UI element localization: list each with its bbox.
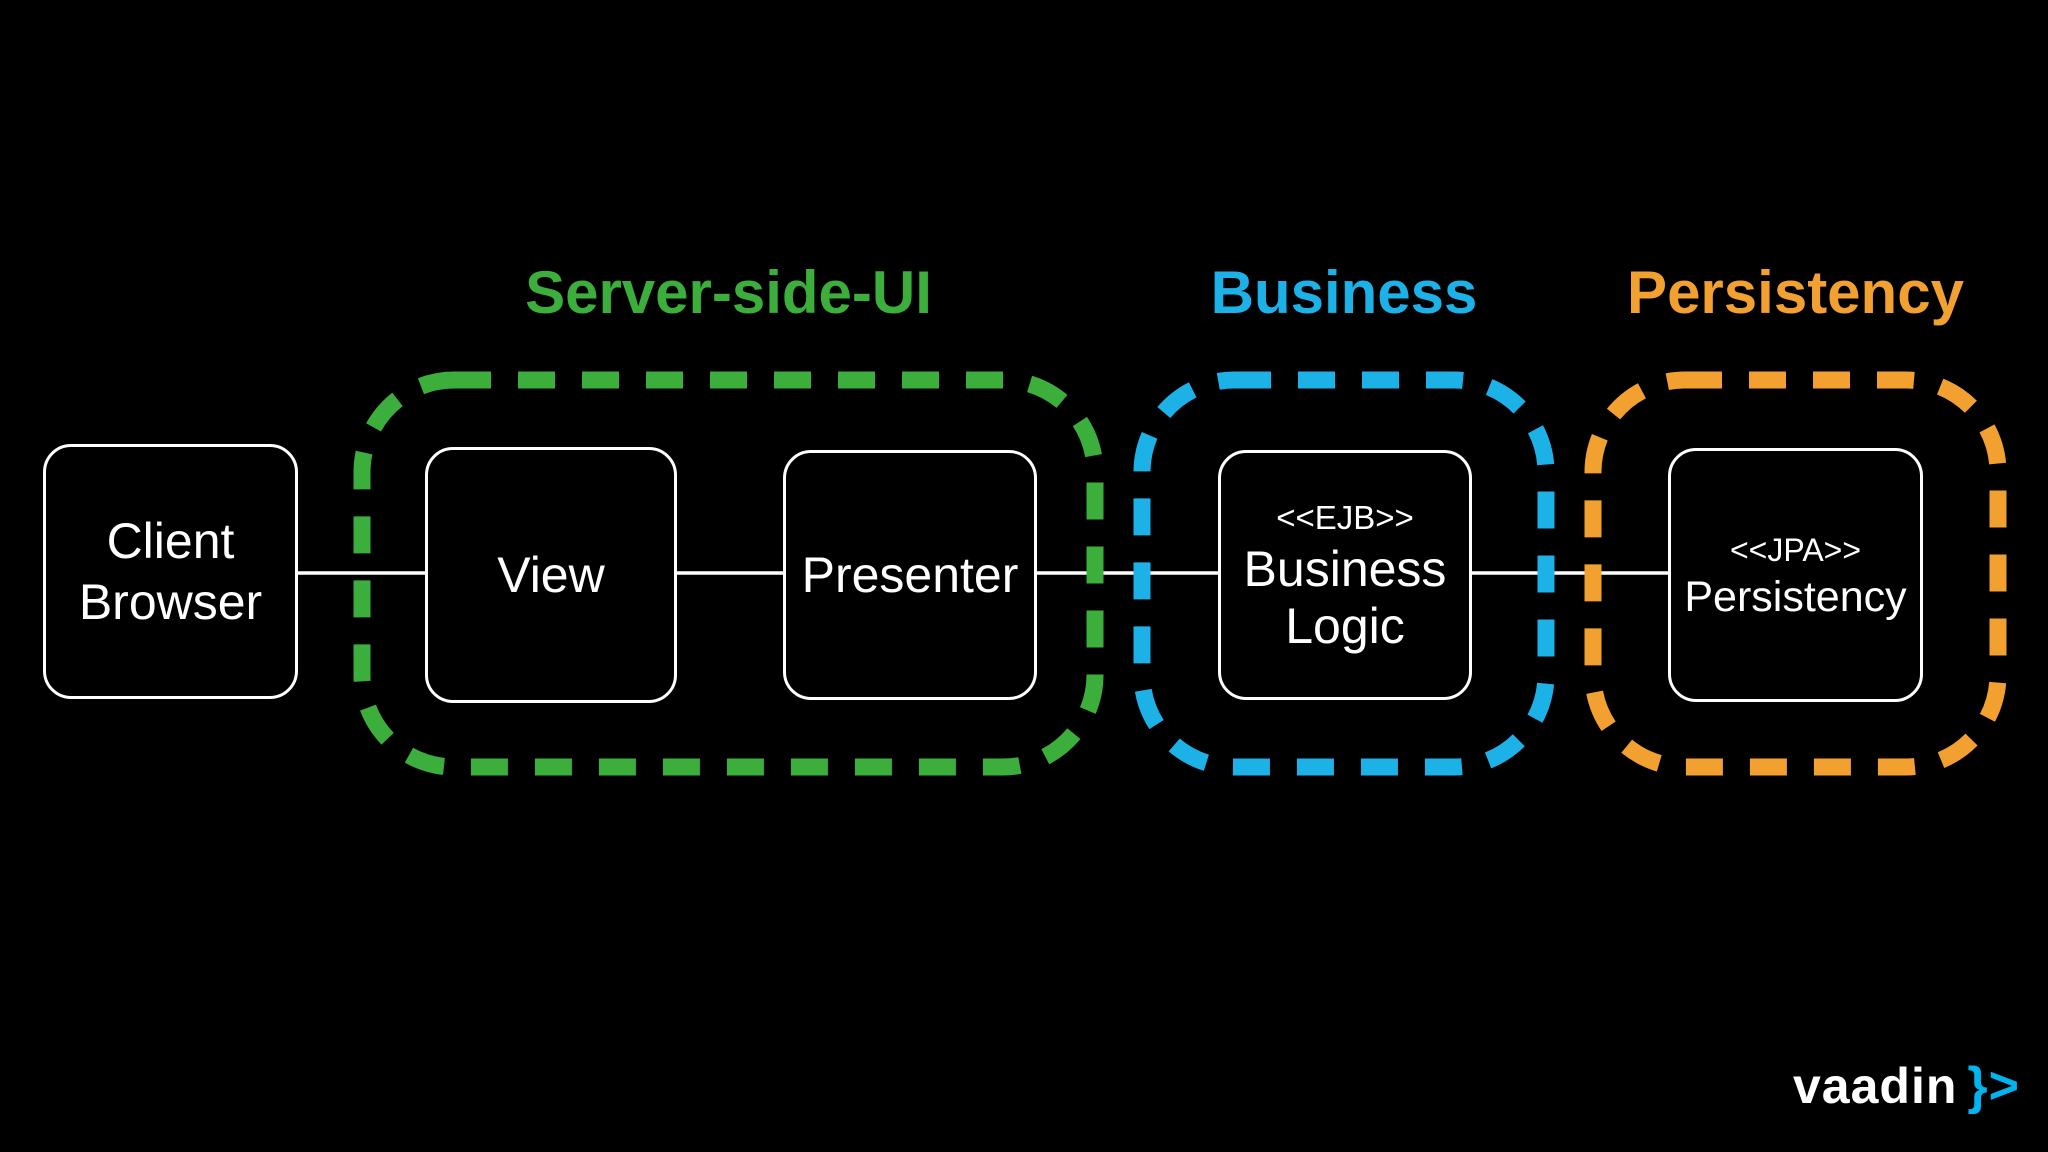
node-view-label: View [497,546,605,603]
group-title-server-side-ui: Server-side-UI [525,259,932,326]
vaadin-logo: vaadin}> [1793,1056,2020,1116]
node-ejb-stereotype: <<EJB>> [1276,499,1414,536]
group-border-persistency [1584,371,2007,776]
node-jpa-label: Persistency [1684,573,1907,621]
node-client-browser: Client Browser [43,444,298,699]
vaadin-logo-text: vaadin [1793,1058,1958,1114]
vaadin-logo-brace-icon: }> [1967,1057,2021,1115]
group-title-business: Business [1210,259,1478,326]
node-jpa-persistency: <<JPA>> Persistency [1668,448,1923,702]
node-client-browser-line2: Browser [78,573,263,630]
node-presenter: Presenter [783,450,1037,700]
node-view: View [425,447,677,703]
node-ejb-business-logic: <<EJB>> Business Logic [1218,450,1472,700]
node-client-browser-line1: Client [106,512,235,569]
node-jpa-stereotype: <<JPA>> [1729,532,1862,568]
group-border-business [1133,371,1555,776]
group-border-server-side-ui [353,371,1104,776]
node-presenter-label: Presenter [801,546,1019,603]
group-title-persistency: Persistency [1627,259,1964,326]
node-ejb-line1: Business [1243,541,1447,597]
node-ejb-line2: Logic [1285,598,1405,654]
